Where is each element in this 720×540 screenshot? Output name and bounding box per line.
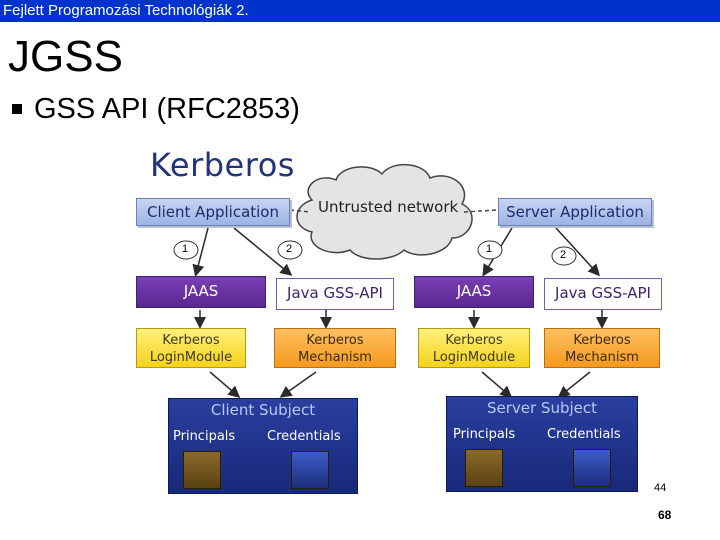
principal-icon (183, 451, 221, 489)
client-credentials-label: Credentials (267, 429, 341, 444)
mechanism-line-2: Mechanism (565, 350, 639, 365)
network-label: Untrusted network (318, 198, 459, 216)
step-label-3: 1 (486, 243, 493, 255)
principal-icon (465, 449, 503, 487)
page-number: 68 (658, 508, 672, 522)
bullet-marker (12, 104, 22, 114)
step-label-2: 2 (286, 243, 293, 255)
server-jaas-box: JAAS (414, 276, 534, 308)
client-mechanism-box: Kerberos Mechanism (274, 328, 396, 368)
kerberos-diagram (173, 163, 608, 398)
client-gss-api-box: Java GSS-API (276, 278, 394, 310)
server-subject-title: Server Subject (486, 399, 598, 417)
server-gss-api-box: Java GSS-API (544, 278, 662, 310)
mechanism-line-2: Mechanism (298, 350, 372, 365)
client-jaas-box: JAAS (136, 276, 266, 308)
client-subject-panel: Client Subject Principals Credentials (168, 398, 358, 494)
bullet-text: GSS API (RFC2853) (34, 93, 300, 125)
login-module-line-1: Kerberos (445, 333, 503, 348)
diagram-title: Kerberos (150, 146, 295, 184)
server-credentials-label: Credentials (547, 427, 621, 442)
credential-icon (291, 451, 329, 489)
server-subject-panel: Server Subject Principals Credentials (446, 396, 638, 492)
inner-page-number: 44 (654, 482, 667, 494)
header-bar: Fejlett Programozási Technológiák 2. (0, 0, 720, 22)
login-module-line-2: LoginModule (149, 350, 233, 365)
network-cloud (296, 163, 473, 260)
slide-title: JGSS (8, 32, 123, 81)
server-application-box: Server Application (498, 198, 652, 226)
mechanism-line-1: Kerberos (573, 333, 631, 348)
client-login-module-box: Kerberos LoginModule (136, 328, 246, 368)
step-label-1: 1 (182, 243, 189, 255)
server-principals-label: Principals (453, 427, 516, 442)
client-application-box: Client Application (136, 198, 290, 226)
server-mechanism-box: Kerberos Mechanism (544, 328, 660, 368)
client-subject-title: Client Subject (210, 401, 316, 419)
client-principals-label: Principals (173, 429, 236, 444)
header-title: Fejlett Programozási Technológiák 2. (3, 2, 249, 19)
login-module-line-1: Kerberos (162, 333, 220, 348)
login-module-line-2: LoginModule (432, 350, 516, 365)
server-login-module-box: Kerberos LoginModule (418, 328, 530, 368)
step-label-4: 2 (560, 249, 567, 261)
mechanism-line-1: Kerberos (306, 333, 364, 348)
credential-icon (573, 449, 611, 487)
